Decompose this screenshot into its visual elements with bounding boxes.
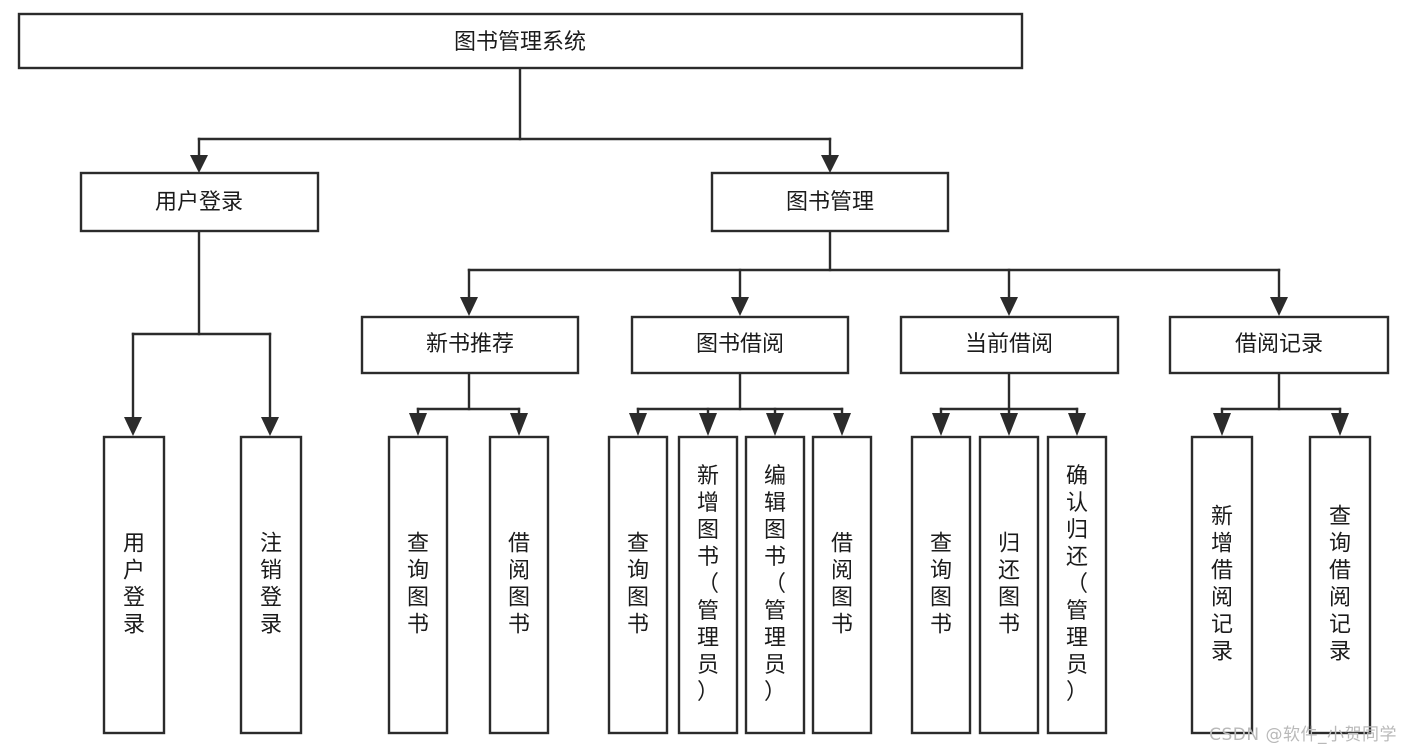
node-leaf-12-box[interactable]	[1190, 435, 1254, 735]
arrow-head-leaf-2	[261, 417, 279, 436]
node-leaf-1[interactable]: 用户登录	[102, 435, 166, 735]
node-leaf-8-label: 借阅图书	[831, 532, 853, 638]
node-leaf-4-box[interactable]	[488, 435, 550, 735]
node-record[interactable]: 借阅记录	[1168, 315, 1390, 375]
node-leaf-2[interactable]: 注销登录	[239, 435, 303, 735]
node-current-box[interactable]	[899, 315, 1120, 375]
node-leaf-5-box[interactable]	[607, 435, 669, 735]
arrow-head-leaf-11	[1068, 413, 1086, 436]
node-leaf-8[interactable]: 借阅图书	[811, 435, 873, 735]
node-login-box[interactable]	[79, 171, 320, 233]
node-leaf-4-label: 借阅图书	[508, 532, 530, 638]
node-leaf-4[interactable]: 借阅图书	[488, 435, 550, 735]
node-leaf-7-box[interactable]	[744, 435, 806, 735]
arrow-head-leaf-13	[1331, 413, 1349, 436]
node-leaf-10-label: 归还图书	[998, 532, 1020, 638]
node-leaf-6-label: 新增图书（管理员）	[697, 464, 719, 705]
node-leaf-1-label: 用户登录	[123, 532, 145, 638]
node-current-label: 当前借阅	[965, 332, 1053, 357]
arrow-head-to-bookmgmt	[821, 155, 839, 173]
arrow-head-leaf-5	[629, 413, 647, 436]
node-leaf-3[interactable]: 查询图书	[387, 435, 449, 735]
edge-group	[124, 66, 1349, 436]
node-leaf-7[interactable]: 编辑图书（管理员）	[744, 435, 806, 735]
node-leaf-9-box[interactable]	[910, 435, 972, 735]
node-leaf-6[interactable]: 新增图书（管理员）	[677, 435, 739, 735]
node-leaf-3-box[interactable]	[387, 435, 449, 735]
node-record-label: 借阅记录	[1235, 332, 1323, 357]
node-leaf-10-box[interactable]	[978, 435, 1040, 735]
node-newbook-box[interactable]	[360, 315, 580, 375]
node-leaf-12[interactable]: 新增借阅记录	[1190, 435, 1254, 735]
node-leaf-3-label: 查询图书	[407, 532, 429, 638]
node-borrow-box[interactable]	[630, 315, 850, 375]
node-leaf-8-box[interactable]	[811, 435, 873, 735]
node-login[interactable]: 用户登录	[79, 171, 320, 233]
node-leaf-10[interactable]: 归还图书	[978, 435, 1040, 735]
arrow-head-current	[1000, 297, 1018, 316]
arrow-head-leaf-10	[1000, 413, 1018, 436]
node-newbook-label: 新书推荐	[426, 332, 514, 357]
node-leaf-9[interactable]: 查询图书	[910, 435, 972, 735]
node-root[interactable]: 图书管理系统	[17, 12, 1024, 70]
node-leaf-11[interactable]: 确认归还（管理员）	[1046, 435, 1108, 735]
node-current[interactable]: 当前借阅	[899, 315, 1120, 375]
node-bookmgmt-box[interactable]	[710, 171, 950, 233]
arrow-head-borrow	[731, 297, 749, 316]
arrow-head-to-login	[190, 155, 208, 173]
node-leaf-2-box[interactable]	[239, 435, 303, 735]
node-bookmgmt-label: 图书管理	[786, 190, 874, 215]
arrow-head-leaf-1	[124, 417, 142, 436]
node-leaf-11-label: 确认归还（管理员）	[1066, 464, 1088, 705]
arrow-head-leaf-6	[699, 413, 717, 436]
node-root-label: 图书管理系统	[454, 30, 586, 55]
arrow-head-leaf-12	[1213, 413, 1231, 436]
node-leaf-13-label: 查询借阅记录	[1329, 505, 1351, 665]
node-leaf-11-box[interactable]	[1046, 435, 1108, 735]
node-leaf-9-label: 查询图书	[930, 532, 952, 638]
node-root-box[interactable]	[17, 12, 1024, 70]
node-leaf-13[interactable]: 查询借阅记录	[1308, 435, 1372, 735]
node-bookmgmt[interactable]: 图书管理	[710, 171, 950, 233]
node-leaf-6-box[interactable]	[677, 435, 739, 735]
node-leaf-12-label: 新增借阅记录	[1211, 505, 1233, 665]
arrow-head-leaf-8	[833, 413, 851, 436]
node-leaf-2-label: 注销登录	[260, 532, 282, 638]
node-record-box[interactable]	[1168, 315, 1390, 375]
node-leaf-7-label: 编辑图书（管理员）	[764, 464, 786, 705]
arrow-head-record	[1270, 297, 1288, 316]
arrow-head-leaf-7	[766, 413, 784, 436]
arrow-head-leaf-3	[409, 413, 427, 436]
node-leaf-5[interactable]: 查询图书	[607, 435, 669, 735]
arrow-head-newbook	[460, 297, 478, 316]
node-leaf-5-label: 查询图书	[627, 532, 649, 638]
arrow-head-leaf-9	[932, 413, 950, 436]
node-newbook[interactable]: 新书推荐	[360, 315, 580, 375]
node-login-label: 用户登录	[155, 190, 243, 215]
node-leaf-13-box[interactable]	[1308, 435, 1372, 735]
arrow-head-leaf-4	[510, 413, 528, 436]
node-borrow-label: 图书借阅	[696, 332, 784, 357]
node-leaf-1-box[interactable]	[102, 435, 166, 735]
node-borrow[interactable]: 图书借阅	[630, 315, 850, 375]
csdn-watermark: CSDN @软件_小贺同学	[1209, 725, 1397, 745]
